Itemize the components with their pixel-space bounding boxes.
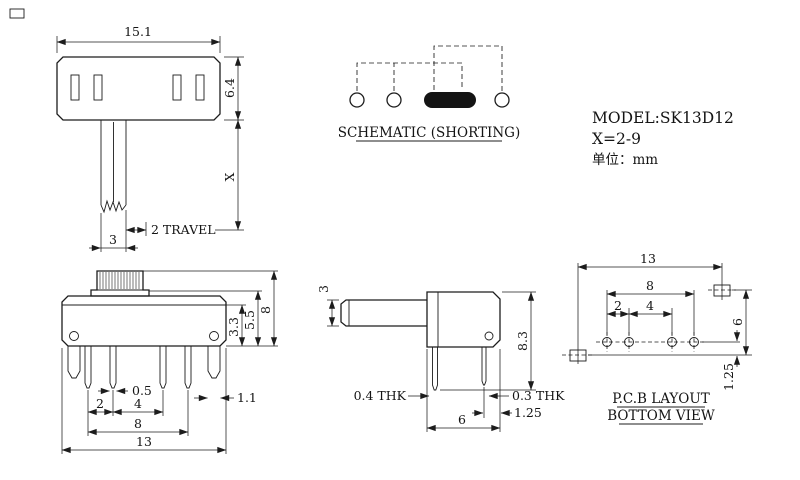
- x-range: X=2-9: [592, 130, 641, 148]
- dim-label-body-inner: 3.3: [226, 317, 241, 337]
- title-block: MODEL:SK13D12 X=2-9 单位：mm: [592, 109, 734, 168]
- dim-pcb-span: 8 2 4: [606, 278, 695, 335]
- body-slot: [172, 74, 182, 101]
- dim-side-height: 8.3: [440, 291, 536, 391]
- switch-body-outline: [426, 291, 501, 348]
- dim-label-pcb-span: 8: [646, 278, 654, 293]
- top-view: 15.1 6.4 X 2 TRAVEL 3: [56, 24, 244, 252]
- dim-label-span: 8: [134, 416, 142, 431]
- knob-hatching: [99, 272, 140, 289]
- actuator-outline: [340, 299, 427, 327]
- dim-lever-length: X: [215, 119, 244, 231]
- dim-label-lever-thk: 3: [316, 285, 331, 293]
- schematic-link-line: [433, 45, 503, 91]
- dim-top-height: 6.4: [222, 56, 244, 121]
- dim-label-side-height: 8.3: [515, 331, 530, 351]
- schematic-caption: SCHEMATIC (SHORTING): [338, 125, 520, 141]
- dim-label-depth: 6: [458, 412, 466, 427]
- terminal-pin: [432, 347, 438, 391]
- schematic-link-line: [356, 62, 463, 91]
- side-view: 3 0.4 THK 0.3 THK 1.25 6 8.3: [316, 285, 565, 432]
- dim-label-tab-width: 1.1: [237, 390, 257, 405]
- dim-label-body: 5.5: [242, 310, 257, 330]
- dim-pcb-pad-offset: 6: [588, 289, 752, 356]
- dim-top-width: 15.1: [56, 24, 221, 53]
- terminal-circle: [494, 92, 510, 108]
- switch-body-outline: [56, 56, 221, 121]
- dim-label-pitch-b: 4: [134, 396, 142, 411]
- dim-tab-thickness: 0.3 THK: [488, 388, 565, 403]
- dim-label-width: 15.1: [124, 24, 152, 39]
- mounting-tab: [67, 346, 81, 379]
- dim-label-pad-offset: 6: [730, 318, 745, 326]
- terminal-circle: [386, 92, 402, 108]
- dim-label-pcb-pitch-b: 4: [646, 298, 654, 313]
- actuator-lever: [100, 120, 127, 214]
- dim-pcb-row-offset: 1.25: [702, 330, 741, 391]
- body-slot: [70, 74, 80, 101]
- corner-mark: [9, 8, 25, 19]
- dim-lever-thickness: 3: [316, 285, 339, 327]
- pcb-hole: [667, 337, 677, 347]
- dim-label-row-offset: 1.25: [721, 363, 736, 391]
- body-slot: [93, 74, 103, 101]
- dim-tab-width: 1.1: [194, 390, 257, 405]
- dim-tab-offset: 1.25: [472, 349, 542, 432]
- mounting-tab: [207, 346, 221, 379]
- switch-body-outline: [61, 295, 227, 347]
- pcb-hole: [689, 337, 699, 347]
- mounting-hole: [209, 331, 219, 341]
- pcb-hole: [602, 337, 612, 347]
- dim-label-tab-thk: 0.3 THK: [512, 388, 565, 403]
- pcb-caption-line1: P.C.B LAYOUT: [612, 391, 710, 407]
- terminal-pin: [184, 346, 192, 389]
- dim-depth: 6: [426, 349, 501, 432]
- dim-label-pcb-pitch-a: 2: [614, 298, 622, 313]
- dim-label-pin-width: 0.5: [132, 383, 152, 398]
- schematic-view: SCHEMATIC (SHORTING): [338, 45, 520, 142]
- dim-pin-width: 0.5: [98, 383, 152, 398]
- pcb-hole: [624, 337, 634, 347]
- knob-outline: [90, 270, 150, 297]
- mounting-tab-pin: [481, 347, 487, 386]
- dim-label-pcb-total: 13: [640, 251, 656, 266]
- mounting-hole: [69, 331, 79, 341]
- dim-label-lever: X: [222, 172, 237, 181]
- pcb-caption-line2: BOTTOM VIEW: [607, 408, 715, 424]
- dim-pcb-total: 13: [577, 251, 723, 364]
- dim-rows-bottom: 2 4 8 13: [61, 348, 227, 454]
- terminal-circle: [349, 92, 365, 108]
- dim-label-total-height: 8: [258, 306, 273, 314]
- model-number: MODEL:SK13D12: [592, 109, 734, 127]
- terminal-pin: [84, 346, 92, 389]
- dim-label-tab-offset: 1.25: [514, 405, 542, 420]
- body-slot: [195, 74, 205, 101]
- pcb-view: 13 8 2 4 6 1.25 P.C.B LAYOUT BO: [562, 251, 752, 425]
- dim-label-travel: 2 TRAVEL: [151, 222, 216, 237]
- mounting-hole: [484, 331, 494, 341]
- dim-label-total-width: 13: [136, 434, 152, 449]
- dim-label-pitch-a: 2: [96, 396, 104, 411]
- dim-label-height: 6.4: [222, 78, 237, 98]
- dim-label-lever-width: 3: [109, 232, 117, 247]
- unit-note: 单位：mm: [592, 152, 658, 168]
- dim-lever-width: 3: [89, 213, 138, 252]
- dim-rows-right: 3.3 5.5 8: [143, 270, 278, 347]
- terminal-pin: [159, 346, 167, 389]
- shorting-bar: [424, 92, 476, 108]
- front-view: 0.5 1.1 2 4 8 13: [61, 270, 278, 454]
- terminal-pin: [109, 346, 117, 389]
- dim-label-pin-thk: 0.4 THK: [354, 388, 407, 403]
- dim-travel: 2 TRAVEL: [125, 210, 216, 252]
- break-line: [100, 199, 127, 214]
- dim-pin-thickness: 0.4 THK: [354, 388, 430, 403]
